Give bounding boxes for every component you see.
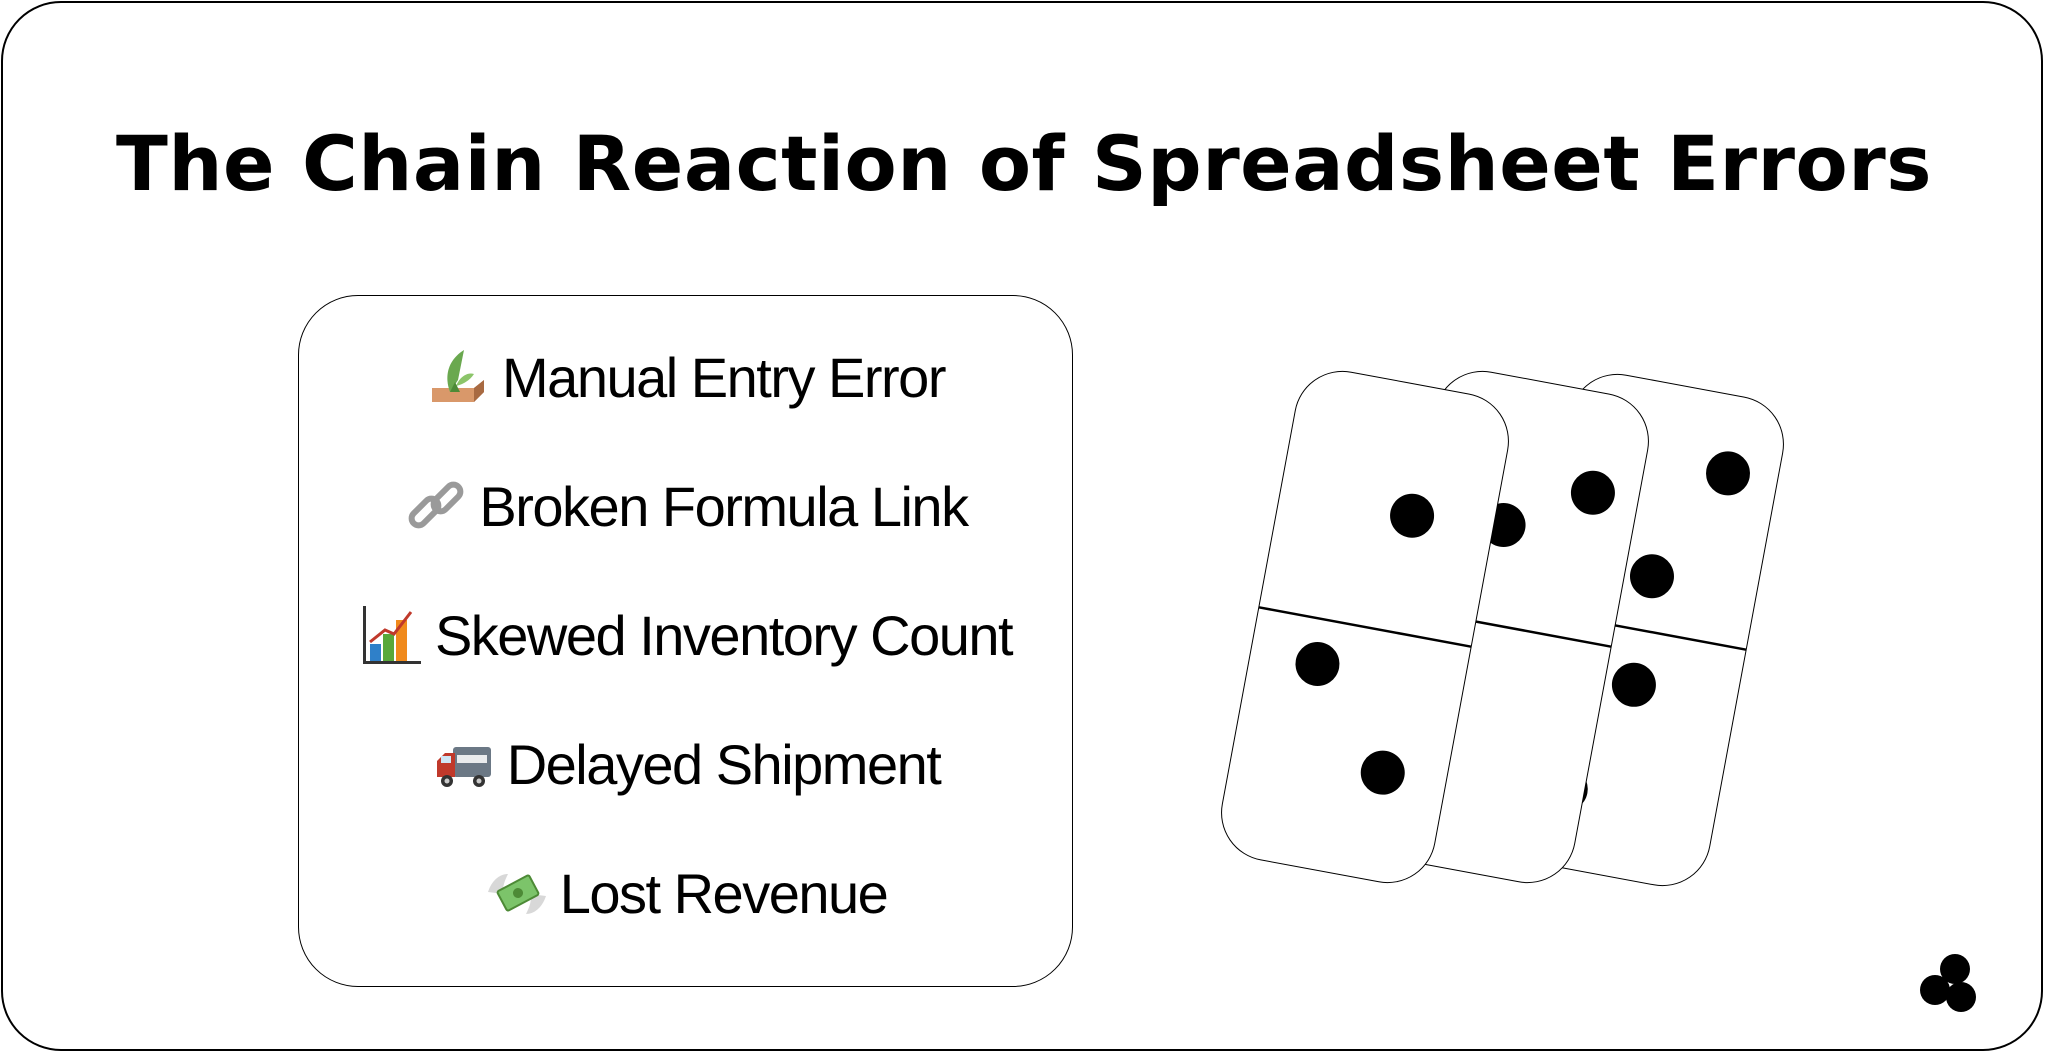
list-item: Lost Revenue — [299, 848, 1074, 938]
broken-chain-link-icon — [409, 481, 464, 529]
domino-pip — [1295, 641, 1340, 686]
domino-pip — [1706, 451, 1751, 496]
seedling-in-box-icon — [432, 350, 485, 402]
list-item: Broken Formula Link — [299, 461, 1074, 551]
brand-logo-icon — [1920, 954, 1976, 1012]
list-item: Manual Entry Error — [299, 332, 1074, 422]
bar-chart-icon — [362, 606, 421, 664]
list-item-label: Skewed Inventory Count — [434, 603, 1014, 667]
domino-pip — [1390, 493, 1435, 538]
page-title: The Chain Reaction of Spreadsheet Errors — [116, 119, 1932, 208]
domino-pip — [1570, 470, 1615, 515]
list-item: Skewed Inventory Count — [299, 590, 1074, 680]
delivery-truck-icon — [436, 747, 491, 787]
domino-pip — [1611, 662, 1656, 707]
list-item-label: Manual Entry Error — [502, 345, 946, 409]
domino-pip — [1629, 554, 1674, 599]
error-chain-list: Manual Entry Error Broken Formula Link S… — [298, 295, 1073, 987]
domino-pip — [1360, 750, 1405, 795]
list-item-label: Broken Formula Link — [479, 474, 969, 538]
money-with-wings-icon — [487, 874, 546, 914]
list-item-label: Delayed Shipment — [506, 732, 942, 796]
list-item: Delayed Shipment — [299, 719, 1074, 809]
falling-dominoes-illustration — [1221, 370, 1784, 887]
domino-front — [1221, 370, 1509, 884]
list-item-label: Lost Revenue — [559, 861, 889, 925]
